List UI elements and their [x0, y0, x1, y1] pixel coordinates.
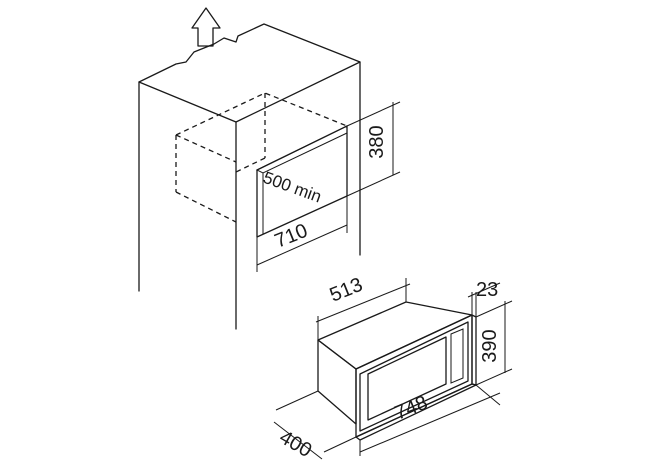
dim-label-710: 710	[272, 220, 311, 253]
dim-label-500-min: 500 min	[261, 168, 324, 207]
dimension-23: 23	[467, 279, 501, 317]
dimension-710: 710	[256, 196, 348, 272]
dim-label-390: 390	[479, 329, 501, 362]
dim-label-23: 23	[476, 279, 498, 301]
dimension-400: 400	[273, 390, 357, 462]
niche-hidden-outline	[175, 92, 348, 223]
dimension-748: 748	[359, 384, 501, 456]
dim-label-748: 748	[392, 392, 431, 425]
dim-label-513: 513	[327, 274, 366, 307]
dimension-380: 380	[346, 101, 401, 197]
dim-label-380: 380	[366, 125, 388, 158]
column-cabinet	[138, 23, 361, 330]
up-arrow-icon	[191, 7, 221, 47]
dim-label-400: 400	[276, 426, 316, 462]
dimension-390: 390	[475, 300, 513, 386]
appliance	[317, 301, 477, 441]
